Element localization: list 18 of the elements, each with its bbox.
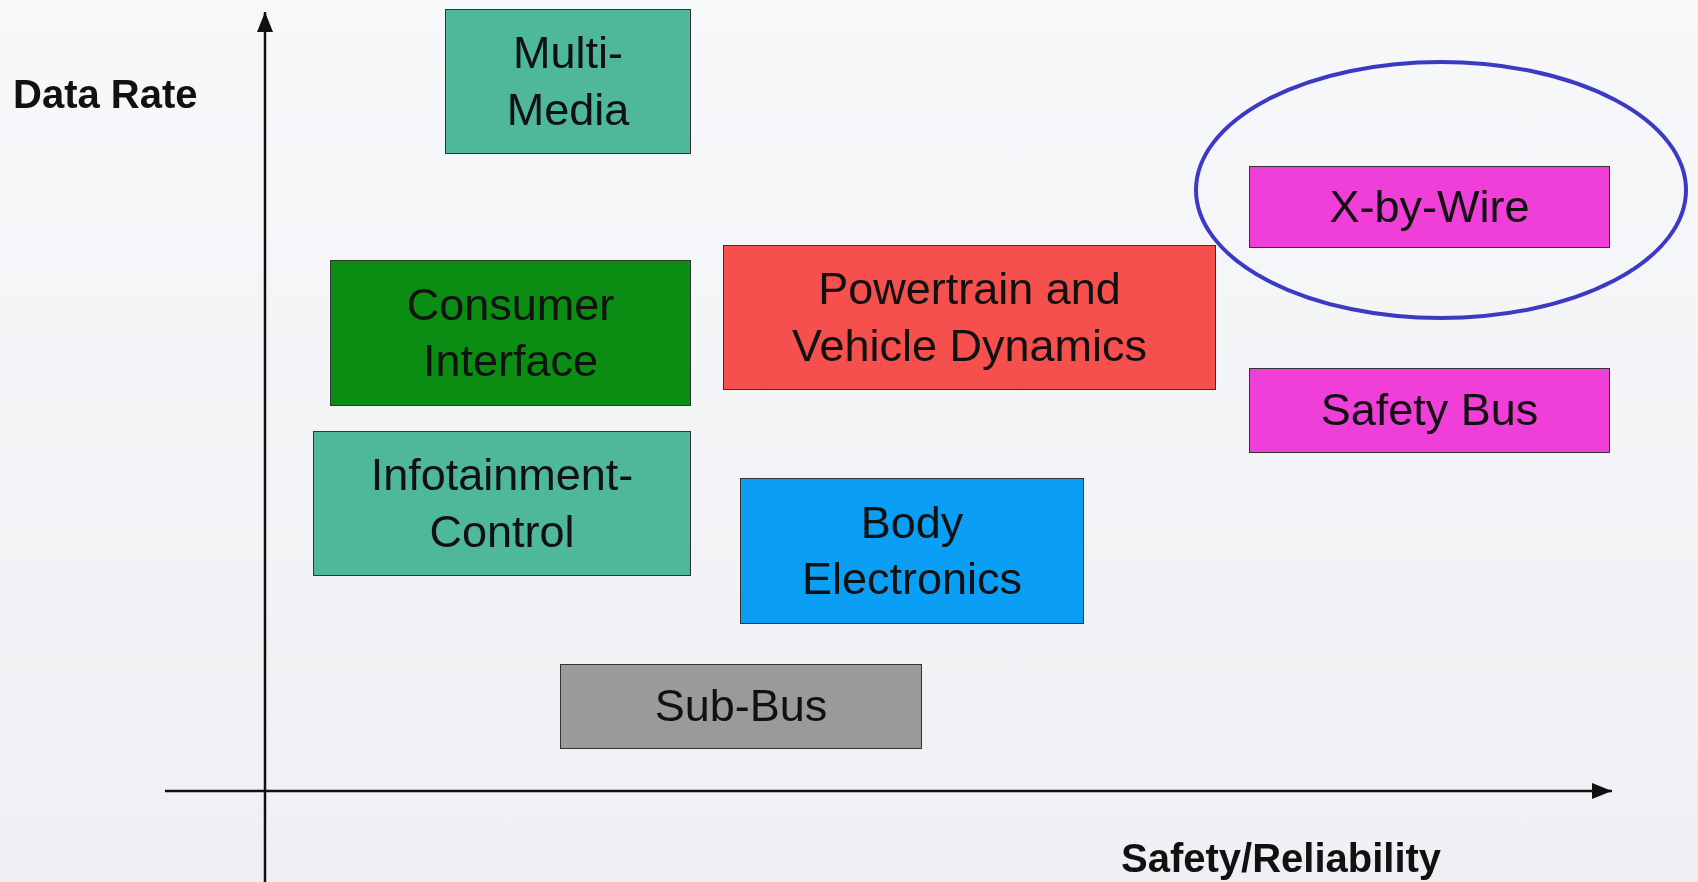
category-box (330, 260, 691, 406)
box-label: Multi- Media (505, 26, 631, 137)
box-label: Consumer Interface (405, 277, 616, 388)
box-label: Body Electronics (800, 495, 1024, 606)
category-box (1249, 166, 1610, 248)
category-box (560, 664, 922, 749)
box-label: Infotainment- Control (369, 448, 635, 559)
category-box (313, 431, 691, 576)
box-label: X-by-Wire (1329, 179, 1530, 234)
category-box (723, 245, 1216, 390)
axis-label: Data Rate (13, 72, 198, 117)
box-label: Sub-Bus (654, 679, 828, 734)
category-box (740, 478, 1084, 624)
box-label: Safety Bus (1320, 383, 1539, 438)
box-label: Powertrain and Vehicle Dynamics (790, 262, 1149, 373)
category-box (445, 9, 691, 154)
category-box (1249, 368, 1610, 453)
axis-label: Safety/Reliability (1121, 836, 1442, 881)
